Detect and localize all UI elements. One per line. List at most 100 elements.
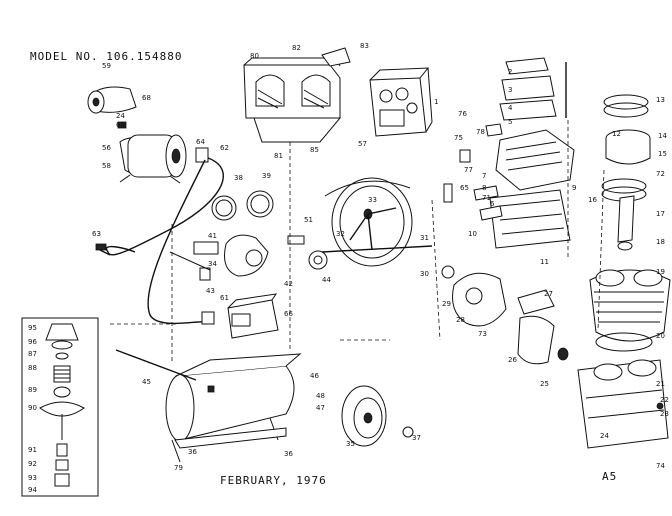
callout: 41 — [208, 232, 217, 240]
callout: 20 — [656, 332, 665, 340]
callout: 66 — [284, 310, 293, 318]
callout: 2 — [508, 68, 512, 76]
callout: 68 — [142, 94, 151, 102]
callout: 92 — [28, 460, 37, 468]
callout: 38 — [234, 174, 243, 182]
callout: 13 — [656, 96, 665, 104]
callout: 29 — [442, 300, 451, 308]
piston-rings — [601, 94, 651, 251]
callout: 43 — [206, 287, 215, 295]
callout: 35 — [346, 440, 355, 448]
gauge-manifold — [169, 190, 328, 281]
belt — [321, 245, 433, 253]
callout: 60 — [116, 121, 125, 129]
callout: 46 — [310, 372, 319, 380]
callout: 33 — [368, 196, 377, 204]
callout: 56 — [102, 144, 111, 152]
callout: 83 — [360, 42, 369, 50]
callout: 37 — [412, 434, 421, 442]
callout: 24 — [600, 432, 609, 440]
callout: 8 — [482, 184, 486, 192]
callout: 28 — [456, 316, 465, 324]
callout: 77 — [464, 166, 473, 174]
callout: 47 — [316, 404, 325, 412]
callout: 39 — [262, 172, 271, 180]
callout: 1 — [434, 98, 438, 106]
callout: 36 — [188, 448, 197, 456]
callout: 32 — [336, 230, 345, 238]
callout: 23 — [660, 410, 669, 418]
callout: 63 — [92, 230, 101, 238]
callout: 94 — [28, 486, 37, 494]
revision-date: FEBRUARY, 1976 — [220, 474, 327, 487]
flywheel — [324, 177, 413, 267]
callout: 16 — [588, 196, 597, 204]
callout: 25 — [540, 380, 549, 388]
callout: 81 — [274, 152, 283, 160]
model-number-label: MODEL NO. 106.154880 — [30, 50, 183, 63]
callout: 79 — [174, 464, 183, 472]
callout: 61 — [220, 294, 229, 302]
callout: 95 — [28, 324, 37, 332]
callout: 17 — [656, 210, 665, 218]
callout: 24 — [116, 112, 125, 120]
callout: 72 — [656, 170, 665, 178]
callout: 4 — [508, 104, 513, 112]
pressure-switch — [201, 293, 279, 339]
wheel — [341, 385, 414, 447]
callout: 93 — [28, 474, 37, 482]
callout: 34 — [208, 260, 217, 268]
callout: 87 — [28, 350, 37, 358]
callout: 21 — [656, 380, 665, 388]
callout: 44 — [322, 276, 331, 284]
motor-assembly — [87, 86, 209, 184]
callout: 62 — [220, 144, 229, 152]
callout: 80 — [250, 52, 259, 60]
callout: 58 — [102, 162, 111, 170]
callout: 27 — [544, 290, 553, 298]
callout: 3 — [508, 86, 512, 94]
callout: 15 — [658, 150, 667, 158]
crankcase — [577, 359, 669, 449]
callout: 76 — [458, 110, 467, 118]
callout: 85 — [310, 146, 319, 154]
callout: 75 — [454, 134, 463, 142]
callout: 91 — [28, 446, 37, 454]
callout: 19 — [656, 268, 665, 276]
callout: 89 — [28, 386, 37, 394]
callout: 9 — [572, 184, 576, 192]
callout: 6 — [490, 200, 495, 208]
callout: 48 — [316, 392, 325, 400]
callout: 71 — [482, 194, 491, 202]
callout: 78 — [476, 128, 485, 136]
callout: 88 — [28, 364, 37, 372]
cylinder — [589, 269, 671, 352]
callout: 90 — [28, 404, 37, 412]
callout: 59 — [102, 62, 111, 70]
callout: 7 — [482, 172, 486, 180]
callout: 96 — [28, 338, 37, 346]
power-cord — [105, 157, 224, 256]
callout: 18 — [656, 238, 665, 246]
callout: 82 — [292, 44, 301, 52]
callout: 30 — [420, 270, 429, 278]
callout: 65 — [460, 184, 469, 192]
callout: 5 — [508, 118, 512, 126]
callout: 12 — [612, 130, 621, 138]
page-reference: A5 — [602, 470, 618, 483]
pump-assembly — [441, 265, 569, 365]
cylinder-head — [443, 57, 575, 249]
callout-labels: 59 68 24 60 56 58 64 62 63 80 82 83 81 8… — [28, 42, 669, 494]
air-tank — [115, 349, 302, 463]
callout: 31 — [420, 234, 429, 242]
callout: 11 — [540, 258, 549, 266]
callout: 74 — [656, 462, 665, 470]
callout: 57 — [358, 140, 367, 148]
callout: 73 — [478, 330, 487, 338]
callout: 64 — [196, 138, 205, 146]
callout: 36 — [284, 450, 293, 458]
callout: 14 — [658, 132, 667, 140]
callout: 10 — [468, 230, 477, 238]
callout: 26 — [508, 356, 517, 364]
